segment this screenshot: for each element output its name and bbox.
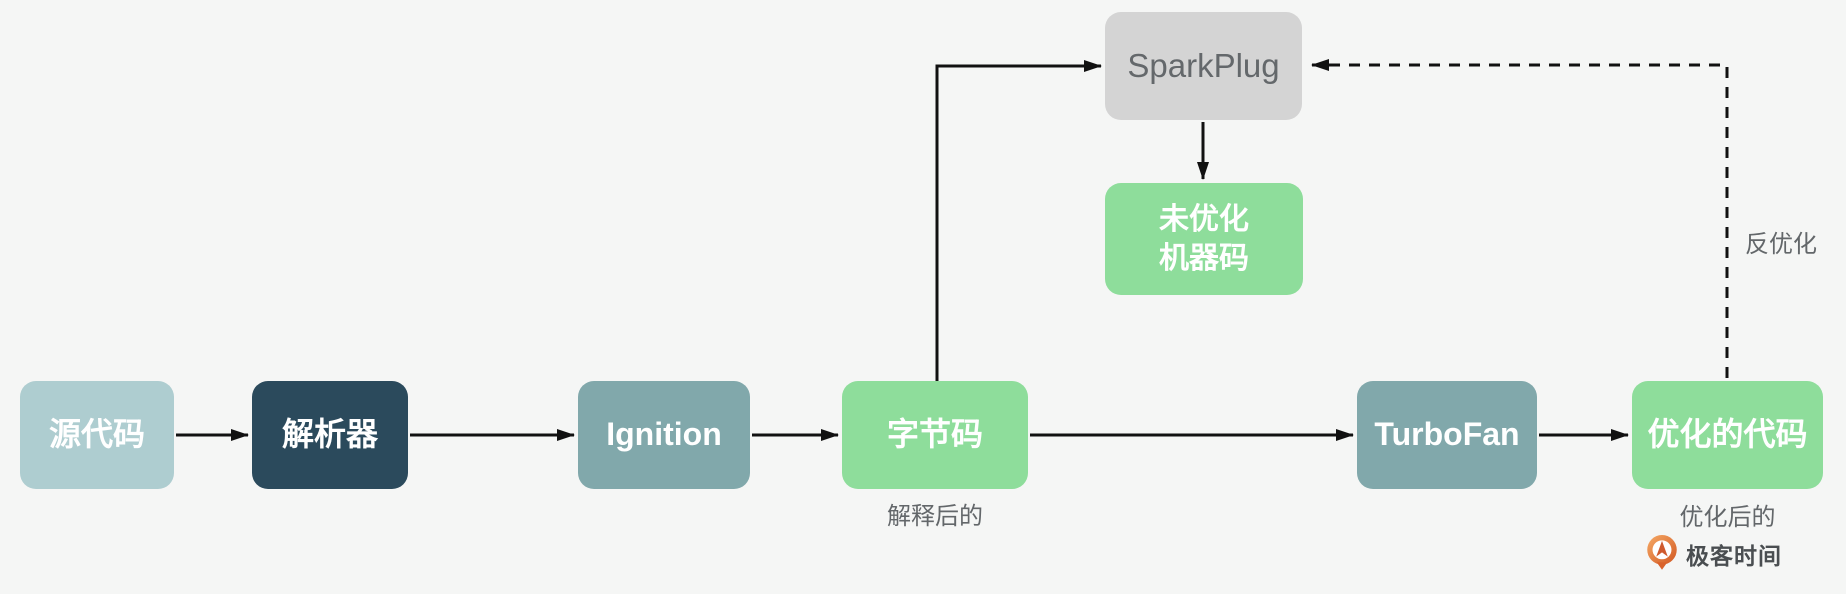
geektime-brand-text: 极客时间 [1686,543,1782,569]
node-bytecode: 字节码 [842,381,1028,489]
arrow-bytecode-to-sparkplug [935,60,1102,381]
node-unoptimized-machine-code: 未优化 机器码 [1105,183,1303,295]
arrow-deopt-optimized-to-sparkplug [1311,59,1729,378]
node-ignition: Ignition [578,381,750,489]
node-source-code: 源代码 [20,381,174,489]
geektime-brand: 极客时间 [1646,534,1782,574]
label-optimized-after: 优化后的 [1679,504,1776,531]
geektime-logo-icon [1647,535,1677,570]
label-interpreted: 解释后的 [887,503,983,530]
node-optimized-code: 优化的代码 [1632,381,1823,489]
label-deoptimize: 反优化 [1745,231,1817,258]
node-turbofan: TurboFan [1357,381,1537,489]
node-sparkplug: SparkPlug [1105,12,1302,120]
node-parser: 解析器 [252,381,408,489]
